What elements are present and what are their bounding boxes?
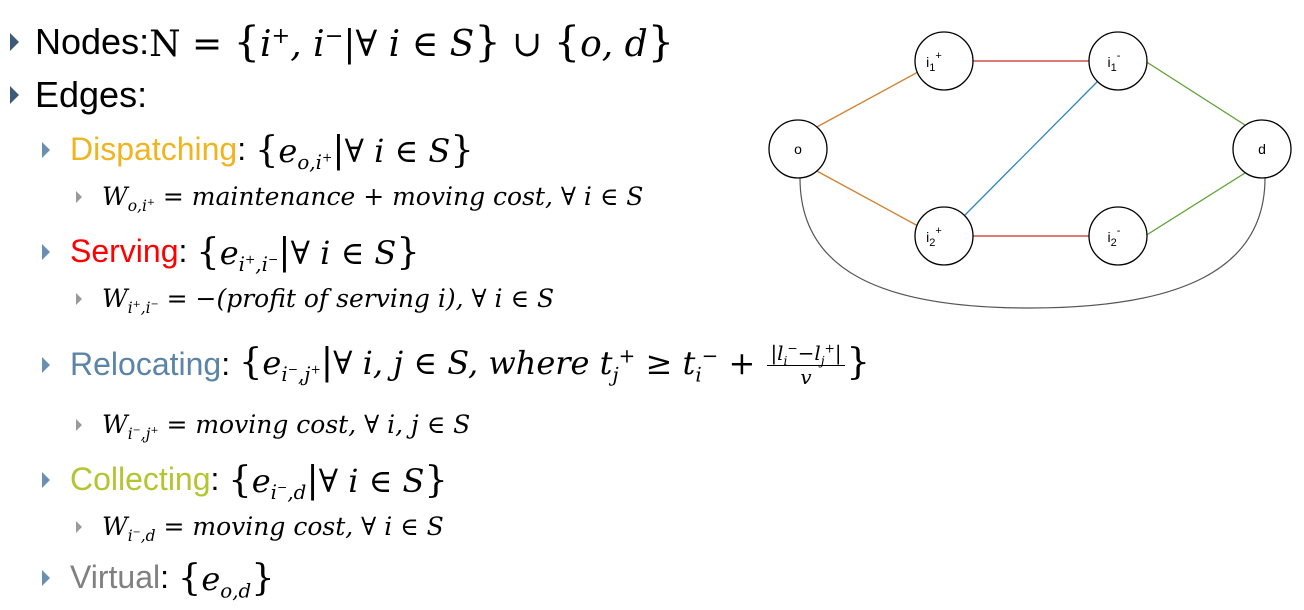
dispatching-label: Dispatching (70, 131, 238, 167)
node-i1-minus-sub: 1 (1111, 62, 1117, 74)
edges-bullet: Edges: (10, 74, 147, 116)
node-o-label: o (794, 141, 802, 157)
relocating-weight-bullet: Wi−,j+ = moving cost, ∀ i, j ∈ S (76, 410, 471, 443)
svg-text:i2-: i2- (1108, 225, 1121, 249)
virtual-bullet: Virtual : {eo,d} (42, 556, 275, 603)
distance-fraction: |li−−lj+|v (767, 342, 845, 389)
edges-label: Edges: (35, 74, 148, 115)
serving-edge-set: {ei+,i−|∀ i ∈ S} (196, 230, 420, 277)
node-i2-minus-base: i (1108, 229, 1111, 245)
svg-text:i1-: i1- (1108, 50, 1121, 74)
relocating-edge-set: {ei−,j+|∀ i, j ∈ S, where tj+ ≥ ti− + |l… (238, 340, 870, 389)
serving-bullet: Serving : {ei+,i−|∀ i ∈ S} (42, 230, 420, 277)
nodes-math: N = {i+, i−|∀ i ∈ S} ∪ {o, d} (149, 18, 675, 66)
edge-i2m-d (1144, 172, 1246, 237)
collecting-label: Collecting (70, 461, 211, 497)
node-i2-plus-base: i (926, 229, 929, 245)
collecting-weight-bullet: Wi−,d = moving cost, ∀ i ∈ S (76, 512, 444, 545)
node-i1-plus-sub: 1 (929, 62, 935, 74)
collecting-weight: Wi−,d = moving cost, ∀ i ∈ S (102, 512, 444, 545)
triangle-bullet-icon (10, 86, 19, 104)
edge-o-i1p (814, 71, 919, 129)
edge-o-d-virtual (799, 177, 1266, 309)
virtual-label: Virtual (70, 559, 161, 595)
triangle-bullet-icon (10, 33, 19, 51)
edges (799, 60, 1266, 309)
edge-i2p-i1m (963, 80, 1099, 217)
node-i1-minus-base: i (1108, 54, 1111, 70)
node-i1-plus: i1+ (914, 31, 974, 91)
colon: : (210, 461, 229, 497)
triangle-bullet-icon (42, 356, 50, 373)
colon: : (221, 346, 239, 382)
serving-label: Serving (70, 233, 179, 269)
node-i2-plus-sub: 2 (929, 237, 935, 249)
node-o: o (768, 119, 828, 179)
virtual-edge-set: {eo,d} (177, 556, 275, 603)
node-i2-minus-sup: - (1117, 225, 1121, 237)
triangle-bullet-icon (76, 190, 82, 203)
triangle-bullet-icon (76, 520, 82, 533)
node-i2-minus: i2- (1088, 206, 1148, 266)
serving-weight-bullet: Wi+,i− = −(profit of serving i), ∀ i ∈ S (76, 284, 555, 317)
collecting-edge-set: {ei−,d|∀ i ∈ S} (228, 458, 448, 505)
relocating-bullet: Relocating : {ei−,j+|∀ i, j ∈ S, where t… (42, 340, 870, 389)
triangle-bullet-icon (42, 569, 50, 586)
node-i1-plus-sup: + (935, 50, 941, 62)
colon: : (237, 131, 255, 167)
dispatching-weight: Wo,i+ = maintenance + moving cost, ∀ i ∈… (102, 182, 644, 215)
colon: : (160, 559, 178, 595)
node-i1-minus-sup: - (1117, 50, 1121, 62)
relocating-weight: Wi−,j+ = moving cost, ∀ i, j ∈ S (102, 410, 471, 443)
svg-text:i2+: i2+ (926, 225, 942, 249)
triangle-bullet-icon (42, 141, 50, 158)
nodes-label: Nodes: (35, 21, 150, 62)
edge-o-i2p (814, 169, 919, 227)
serving-weight: Wi+,i− = −(profit of serving i), ∀ i ∈ S (102, 284, 555, 317)
node-i1-plus-base: i (926, 54, 929, 70)
triangle-bullet-icon (76, 418, 82, 431)
edge-i1m-d (1144, 60, 1246, 126)
node-d-label: d (1258, 141, 1266, 157)
nodes: o i1+ i1- i2+ i2- d (768, 31, 1292, 266)
triangle-bullet-icon (76, 292, 82, 305)
node-i1-minus: i1- (1088, 31, 1148, 91)
collecting-bullet: Collecting : {ei−,d|∀ i ∈ S} (42, 458, 448, 505)
svg-text:i1+: i1+ (926, 50, 942, 74)
relocating-label: Relocating (70, 346, 222, 382)
dispatching-weight-bullet: Wo,i+ = maintenance + moving cost, ∀ i ∈… (76, 182, 644, 215)
network-diagram: o i1+ i1- i2+ i2- d (768, 31, 1292, 309)
dispatching-bullet: Dispatching : {eo,i+|∀ i ∈ S} (42, 128, 474, 175)
node-d: d (1232, 119, 1292, 179)
dispatching-edge-set: {eo,i+|∀ i ∈ S} (254, 128, 474, 175)
node-i2-plus-sup: + (935, 225, 941, 237)
triangle-bullet-icon (42, 243, 50, 260)
node-i2-minus-sub: 2 (1111, 237, 1117, 249)
node-i2-plus: i2+ (914, 206, 974, 266)
nodes-bullet: Nodes: N = {i+, i−|∀ i ∈ S} ∪ {o, d} (10, 18, 674, 66)
colon: : (178, 233, 197, 269)
triangle-bullet-icon (42, 471, 50, 488)
